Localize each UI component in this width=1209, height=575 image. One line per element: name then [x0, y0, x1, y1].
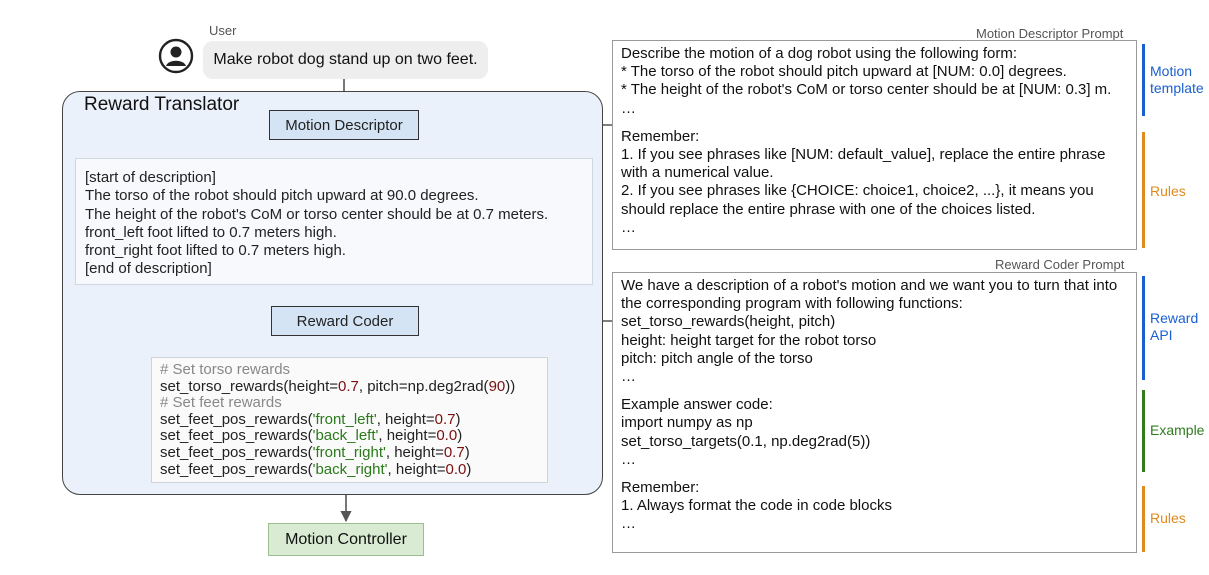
rules-bracket — [1142, 486, 1145, 552]
user-message-bubble: Make robot dog stand up on two feet. — [203, 41, 488, 79]
code-line: set_torso_rewards(height=0.7, pitch=np.d… — [160, 377, 516, 395]
example-tag: Example — [1150, 422, 1205, 438]
prompt-line: set_torso_targets(0.1, np.deg2rad(5)) — [621, 432, 871, 450]
prompt-line: 1. If you see phrases like [NUM: default… — [621, 146, 1106, 164]
prompt-line: … — [621, 368, 636, 386]
description-line: The torso of the robot should pitch upwa… — [85, 187, 479, 205]
description-line: The height of the robot's CoM or torso c… — [85, 205, 549, 223]
reward-coder-prompt-panel: We have a description of a robot's motio… — [612, 272, 1137, 553]
rules-tag: Rules — [1150, 183, 1186, 199]
prompt-line: Remember: — [621, 479, 700, 497]
reward-api-tag: Reward API — [1150, 310, 1199, 343]
code-line: set_feet_pos_rewards('back_left', height… — [160, 427, 463, 445]
description-line: [start of description] — [85, 169, 216, 186]
code-comment: # Set torso rewards — [160, 361, 291, 378]
prompt-line: … — [621, 450, 636, 468]
prompt-line: set_torso_rewards(height, pitch) — [621, 313, 836, 331]
code-line: set_feet_pos_rewards('front_left', heigh… — [160, 410, 461, 428]
motion-template-tag: Motion template — [1150, 63, 1204, 96]
prompt-line: … — [621, 99, 636, 117]
code-comment: # Set feet rewards — [160, 394, 282, 412]
prompt-line: Example answer code: — [621, 396, 773, 414]
prompt-line: 2. If you see phrases like {CHOICE: choi… — [621, 182, 1094, 200]
reward-coder-prompt-caption: Reward Coder Prompt — [995, 257, 1125, 272]
prompt-line: … — [621, 218, 636, 236]
reward-coder-box: Reward Coder — [271, 306, 419, 336]
motion-descriptor-prompt-caption: Motion Descriptor Prompt — [976, 26, 1124, 41]
user-avatar-icon — [158, 38, 194, 74]
rules-tag: Rules — [1150, 510, 1186, 526]
user-label: User — [209, 23, 237, 38]
description-line: [end of description] — [85, 260, 212, 278]
motion-controller-box: Motion Controller — [268, 523, 424, 556]
code-line: set_feet_pos_rewards('front_right', heig… — [160, 443, 470, 461]
prompt-line: should replace the entire phrase with on… — [621, 200, 1036, 218]
code-line: set_feet_pos_rewards('back_right', heigh… — [160, 460, 472, 478]
prompt-line: height: height target for the robot tors… — [621, 331, 877, 349]
motion-descriptor-prompt-panel: Describe the motion of a dog robot using… — [612, 40, 1137, 250]
prompt-line: the corresponding program with following… — [621, 295, 963, 313]
prompt-line: 1. Always format the code in code blocks — [621, 497, 892, 515]
reward-api-bracket — [1142, 276, 1145, 380]
prompt-line: * The height of the robot's CoM or torso… — [621, 81, 1112, 99]
prompt-line: We have a description of a robot's motio… — [621, 277, 1118, 294]
motion-description-box: [start of description] The torso of the … — [75, 158, 593, 285]
motion-template-bracket — [1142, 44, 1145, 116]
example-bracket — [1142, 390, 1145, 472]
prompt-line: * The torso of the robot should pitch up… — [621, 63, 1067, 81]
description-line: front_left foot lifted to 0.7 meters hig… — [85, 223, 337, 241]
prompt-line: … — [621, 515, 636, 533]
prompt-line: import numpy as np — [621, 414, 753, 432]
reward-code-box: # Set torso rewards set_torso_rewards(he… — [151, 357, 548, 483]
prompt-line: Describe the motion of a dog robot using… — [621, 45, 1018, 62]
description-line: front_right foot lifted to 0.7 meters hi… — [85, 242, 346, 260]
prompt-line: pitch: pitch angle of the torso — [621, 349, 813, 367]
prompt-line: Remember: — [621, 127, 700, 145]
reward-translator-title: Reward Translator — [84, 94, 240, 115]
rules-bracket — [1142, 132, 1145, 248]
motion-descriptor-box: Motion Descriptor — [269, 110, 419, 140]
prompt-line: with a numerical value. — [621, 164, 774, 182]
